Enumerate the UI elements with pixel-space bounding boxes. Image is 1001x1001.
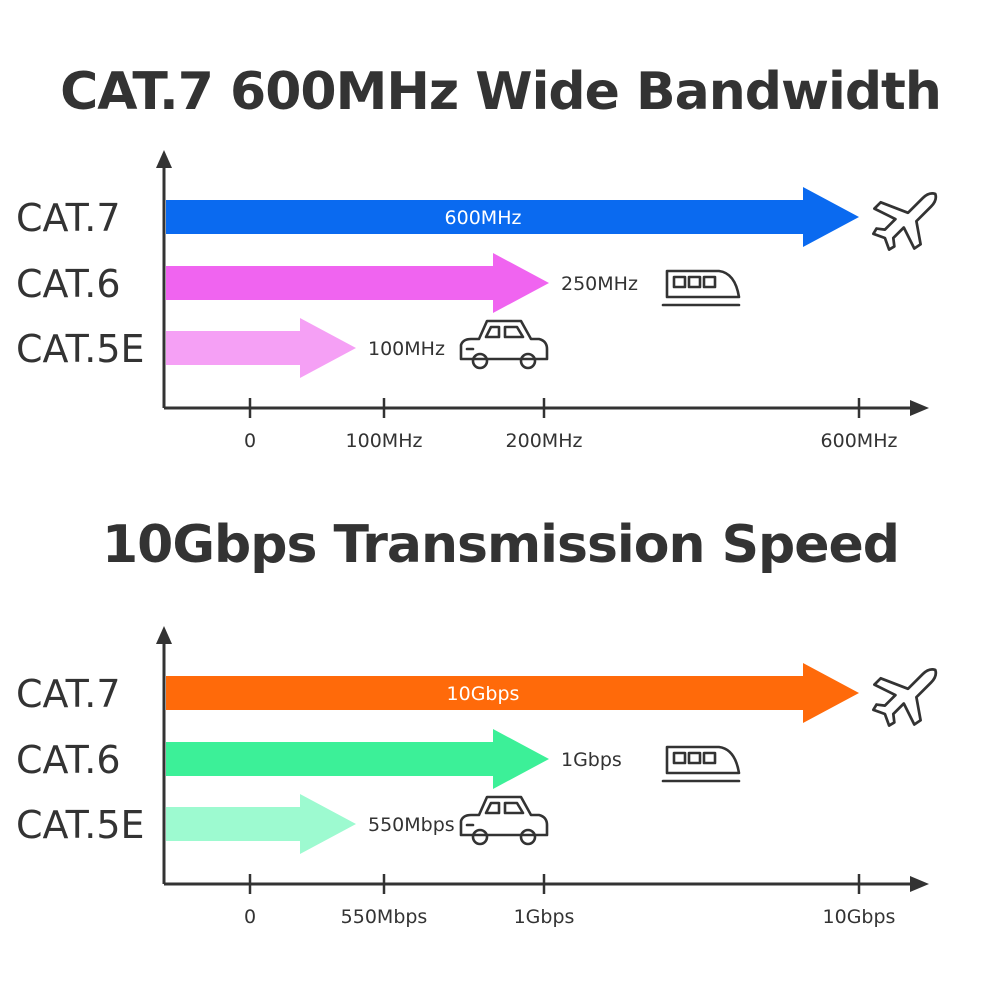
x-tick-label: 200MHz bbox=[506, 430, 583, 452]
category-label: CAT.7 bbox=[16, 672, 121, 716]
x-axis-arrowhead bbox=[910, 876, 929, 892]
car-icon bbox=[459, 319, 549, 370]
train-icon bbox=[661, 745, 741, 783]
bar-arrow-cat5e bbox=[166, 794, 356, 854]
bar-arrow-cat7 bbox=[166, 663, 859, 723]
y-axis-arrowhead bbox=[156, 626, 172, 644]
x-tick-label: 550Mbps bbox=[341, 906, 428, 928]
car-icon bbox=[459, 795, 549, 846]
category-label: CAT.6 bbox=[16, 262, 121, 306]
x-tick-label: 1Gbps bbox=[514, 906, 575, 928]
airplane-icon bbox=[871, 192, 938, 251]
chart-title-speed: 10Gbps Transmission Speed bbox=[101, 515, 900, 575]
x-tick-label: 10Gbps bbox=[823, 906, 896, 928]
bar-arrow-cat5e bbox=[166, 318, 356, 378]
x-axis-arrowhead bbox=[910, 400, 929, 416]
value-label: 250MHz bbox=[561, 273, 638, 295]
value-label: 550Mbps bbox=[368, 814, 455, 836]
category-label: CAT.5E bbox=[16, 803, 145, 847]
category-label: CAT.7 bbox=[16, 196, 121, 240]
y-axis-arrowhead bbox=[156, 150, 172, 168]
bar-arrow-cat6 bbox=[166, 253, 549, 313]
x-tick-label: 600MHz bbox=[821, 430, 898, 452]
x-tick-label: 0 bbox=[244, 906, 256, 928]
x-tick-label: 100MHz bbox=[346, 430, 423, 452]
category-label: CAT.6 bbox=[16, 738, 121, 782]
train-icon bbox=[661, 269, 741, 307]
value-label: 1Gbps bbox=[561, 749, 622, 771]
bar-arrow-cat6 bbox=[166, 729, 549, 789]
value-label: 100MHz bbox=[368, 338, 445, 360]
value-label: 10Gbps bbox=[447, 683, 520, 705]
x-tick-label: 0 bbox=[244, 430, 256, 452]
airplane-icon bbox=[871, 668, 938, 727]
bar-arrow-cat7 bbox=[166, 187, 859, 247]
chart-title-bandwidth: CAT.7 600MHz Wide Bandwidth bbox=[60, 62, 942, 122]
category-label: CAT.5E bbox=[16, 327, 145, 371]
value-label: 600MHz bbox=[445, 207, 522, 229]
